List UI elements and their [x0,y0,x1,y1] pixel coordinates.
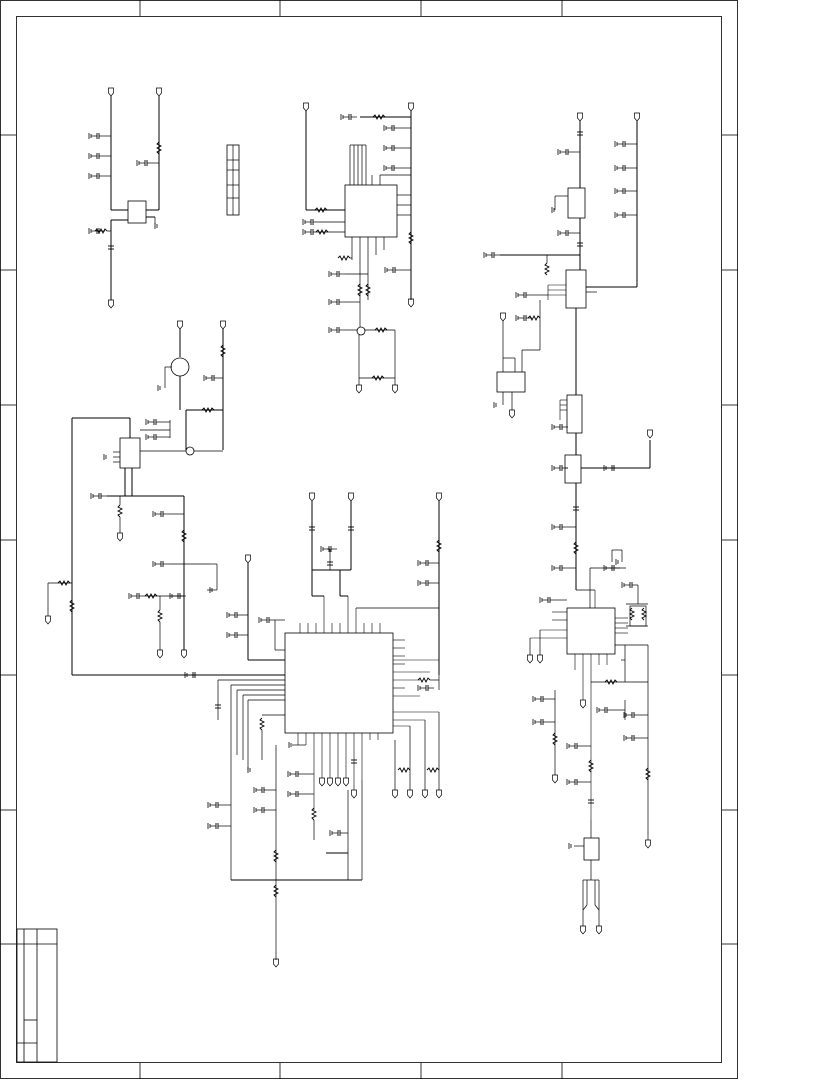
main-processor-block [207,492,442,968]
clock-block [568,820,602,935]
title-block [16,928,58,1063]
switch-ic [566,394,583,434]
transistor-block [45,320,285,679]
regulator-block [88,87,162,309]
connector-block [226,144,240,216]
opamp-ic [565,269,587,309]
sensor-ic [496,371,526,393]
oscillator-ic [583,837,600,861]
ldo-ic [567,187,586,219]
codec-ic [344,184,398,238]
sheet-frame [0,0,738,1079]
test-point [356,326,366,336]
transistor-q1 [170,357,190,377]
interface-ic [566,607,616,655]
amplifier-block [483,112,653,590]
ferrite-bead [185,446,195,456]
amplifier-ic [119,437,141,469]
codec-block [302,102,414,394]
buffer-ic [564,454,582,484]
interface-block [527,549,651,849]
main-processor-ic [284,632,394,734]
regulator-ic [127,200,147,224]
